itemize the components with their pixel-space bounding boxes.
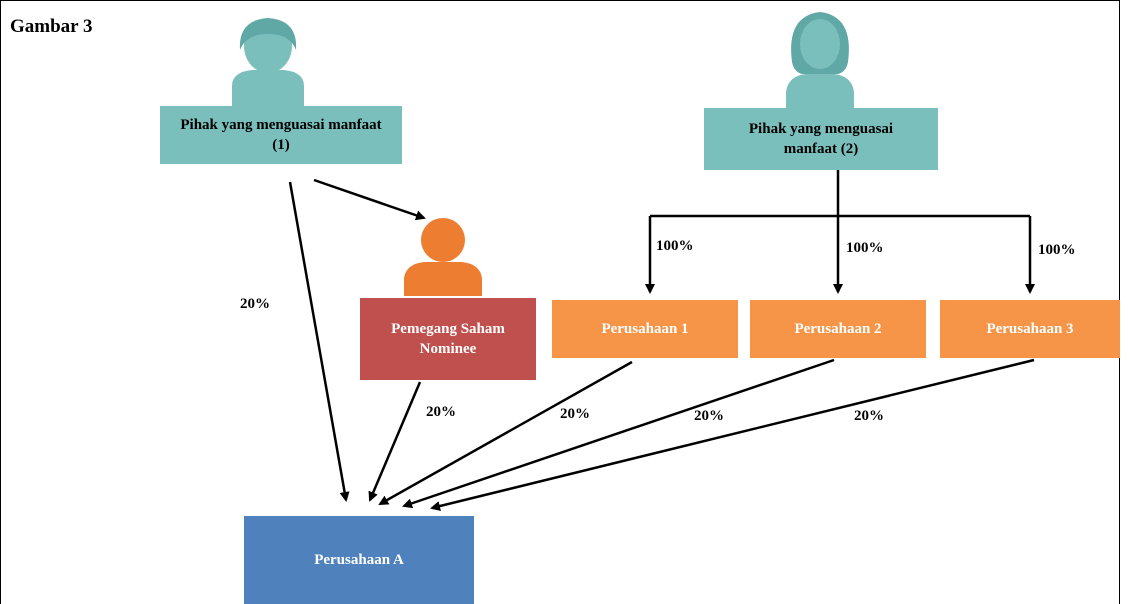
node-company1-label: Perusahaan 1 (601, 321, 689, 337)
edge-owner1-nominee (313, 178, 426, 221)
edge-label-company2-target: 20% (694, 408, 724, 424)
edge-label-owner2-company1: 100% (656, 238, 694, 254)
person-female-icon (786, 12, 854, 108)
node-company3-label: Perusahaan 3 (986, 321, 1074, 337)
edge-label-owner1-target: 20% (240, 296, 270, 312)
node-owner1: Pihak yang menguasai manfaat (1) (160, 106, 402, 164)
edge-company2-target (402, 358, 835, 509)
person-icon (404, 218, 482, 296)
edge-label-company3-target: 20% (854, 408, 884, 424)
edge-company1-target (378, 360, 633, 506)
figure-title: Gambar 3 (10, 16, 93, 37)
edge-owner1-target (288, 181, 350, 502)
person-male-icon (232, 18, 304, 106)
node-company1: Perusahaan 1 (552, 300, 738, 358)
node-nominee-label: Pemegang Saham Nominee (391, 321, 505, 357)
node-owner2-label: Pihak yang menguasai manfaat (2) (748, 121, 894, 157)
node-target-label: Perusahaan A (314, 552, 404, 568)
node-owner2: Pihak yang menguasai manfaat (2) (704, 108, 938, 170)
edge-nominee-target (368, 381, 422, 502)
node-company2: Perusahaan 2 (750, 300, 926, 358)
edge-label-owner2-company2: 100% (846, 240, 884, 256)
edge-label-owner2-company3: 100% (1038, 242, 1076, 258)
node-target: Perusahaan A (244, 516, 474, 604)
node-company2-label: Perusahaan 2 (794, 321, 882, 337)
edge-label-nominee-target: 20% (426, 404, 456, 420)
edge-label-company1-target: 20% (560, 406, 590, 422)
node-owner1-label: Pihak yang menguasai manfaat (1) (180, 117, 382, 153)
node-company3: Perusahaan 3 (940, 300, 1120, 358)
node-nominee: Pemegang Saham Nominee (360, 298, 536, 380)
edge-company3-target (430, 358, 1035, 511)
